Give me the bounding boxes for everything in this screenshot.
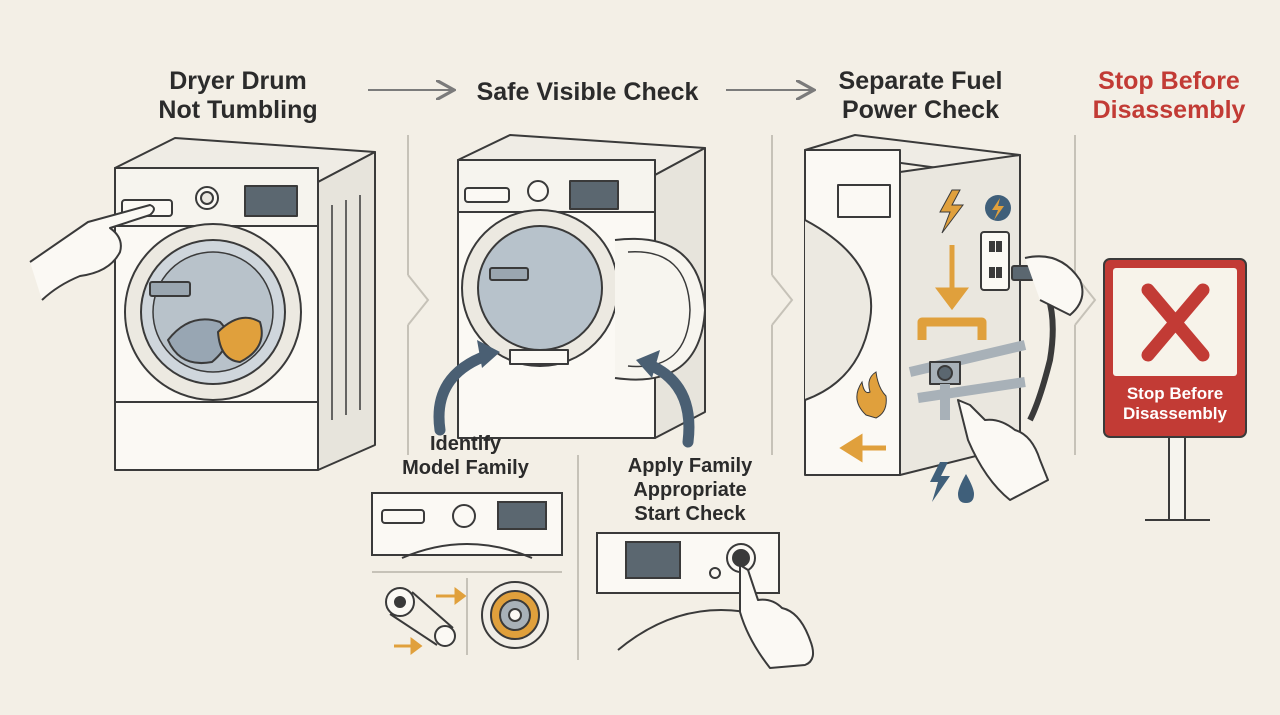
gas-pipe: [908, 317, 1027, 420]
dryer-illustration-1: [114, 137, 376, 471]
blue-lightning-badge-icon: [985, 195, 1011, 221]
panel-divider-1: [407, 135, 430, 455]
curved-arrow-identify: [433, 340, 500, 436]
curved-arrow-apply: [636, 350, 695, 448]
callout-identify-model-family: Identify Model Family: [402, 433, 529, 479]
direct-drive-icon: [481, 581, 549, 649]
x-mark-icon: [1141, 283, 1210, 362]
down-arrow-icon: [935, 245, 969, 311]
flame-icon: [856, 371, 887, 419]
pointing-hand-1: [29, 204, 155, 301]
water-drop-icon: [958, 474, 974, 503]
stop-sign-text: Stop Before Disassembly: [1123, 384, 1227, 423]
belt-drive-icon: [385, 587, 456, 647]
step-title-4: Stop Before Disassembly: [1092, 67, 1246, 124]
step-title-1: Dryer Drum Not Tumbling: [158, 67, 318, 124]
pointing-hand-3: [957, 399, 1049, 501]
panel-divider-2: [771, 135, 794, 455]
power-outlet: [980, 231, 1010, 291]
step-title-3: Separate Fuel Power Check: [838, 67, 1003, 124]
left-arrow-icon: [839, 433, 886, 463]
lightning-icon: [939, 189, 964, 234]
lightning-small-icon: [930, 462, 950, 502]
step-title-2: Safe Visible Check: [476, 78, 699, 106]
pointing-hand-2: [739, 564, 815, 669]
small-arrows-belt: [394, 587, 467, 655]
power-plug-icon: [1011, 255, 1084, 422]
control-panel-closeup: [596, 532, 780, 651]
callout-apply-start-check: Apply Family Appropriate Start Check: [627, 455, 753, 525]
model-family-panel: [371, 492, 563, 655]
dryer-illustration-2: [457, 134, 706, 439]
